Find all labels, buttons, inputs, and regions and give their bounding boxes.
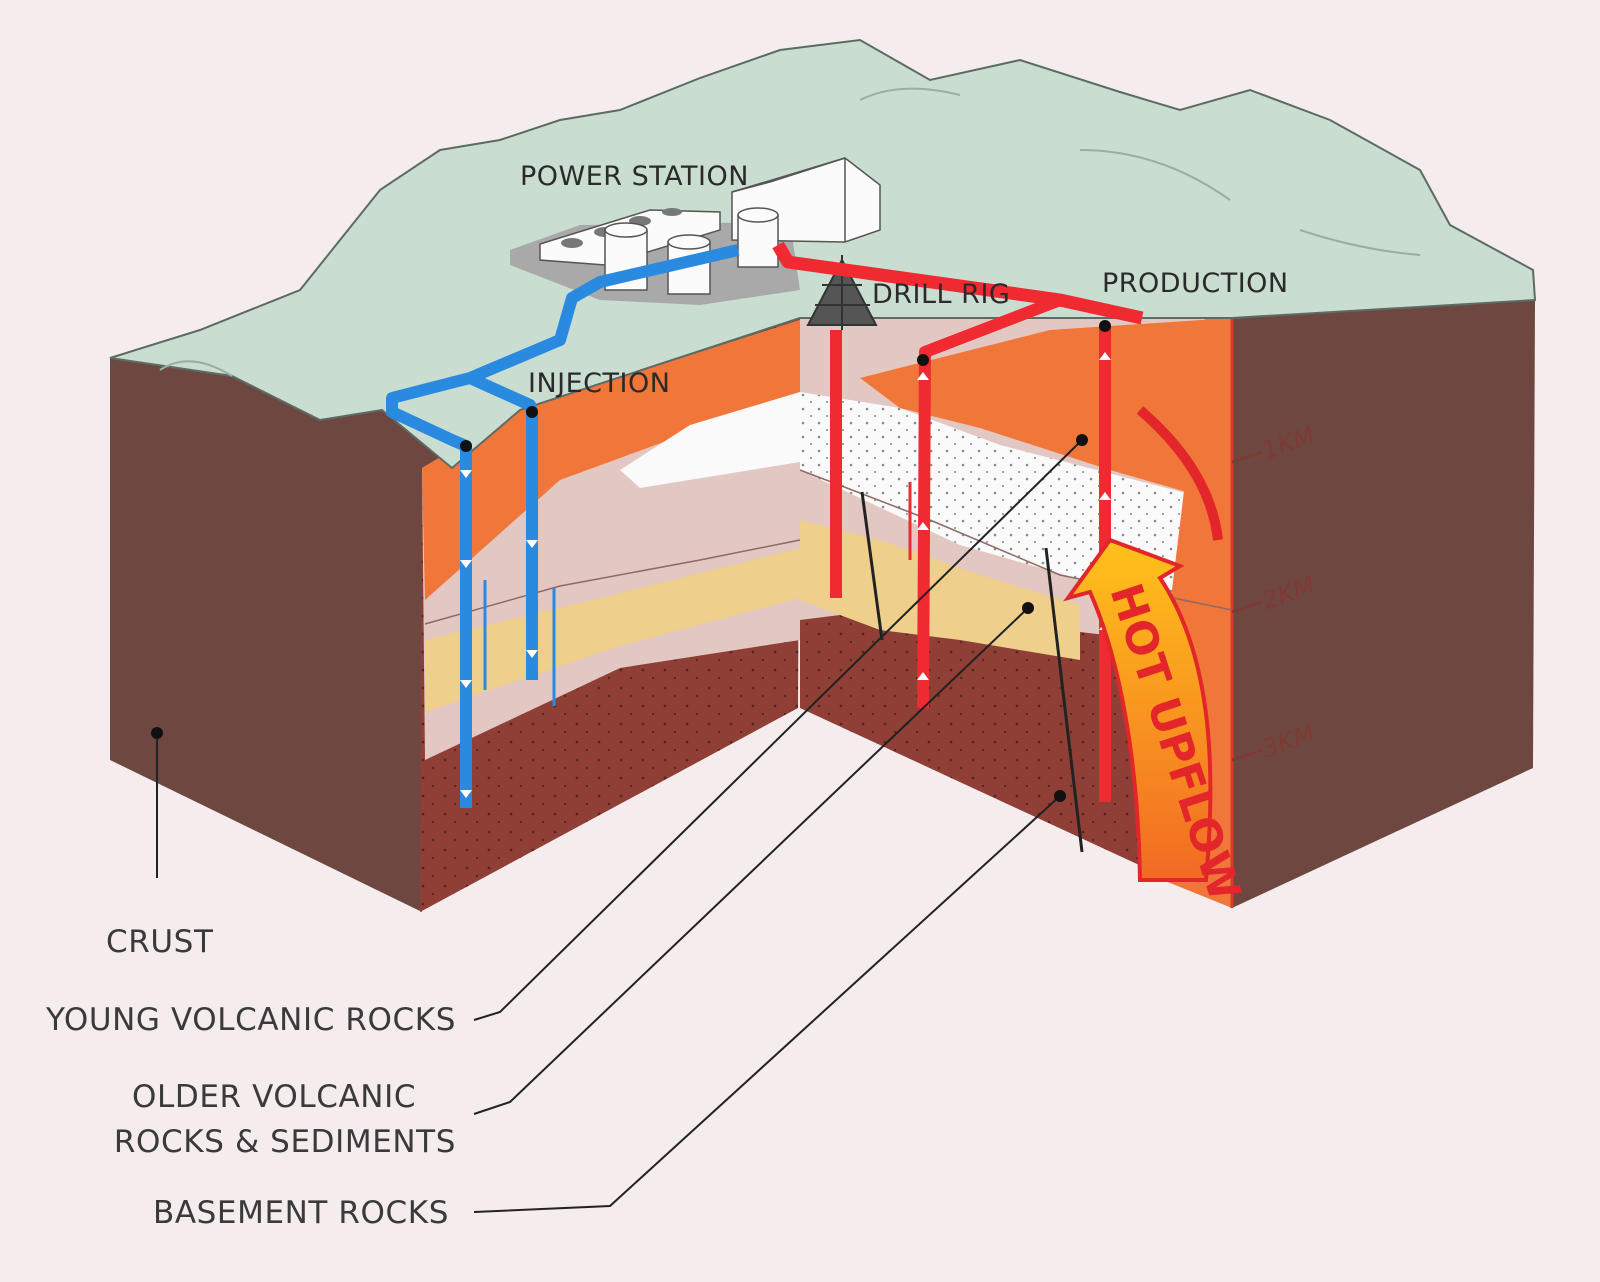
crust-left-face — [110, 358, 452, 912]
leader-dots — [151, 434, 1088, 802]
older-volcanic-label-line1: OLDER VOLCANIC — [132, 1079, 416, 1115]
young-volcanic-label: YOUNG VOLCANIC ROCKS — [45, 1002, 456, 1038]
leader-lines — [156, 439, 1083, 1213]
crust-right-face — [1232, 300, 1535, 908]
older-volcanic-label-line2: ROCKS & SEDIMENTS — [114, 1124, 456, 1160]
fault-lines — [860, 491, 1084, 853]
drill-rig — [806, 255, 878, 330]
production-label: PRODUCTION — [1102, 268, 1289, 299]
well-head-markers — [460, 320, 1111, 452]
crust-label: CRUST — [106, 924, 214, 960]
drill-rig-label: DRILL RIG — [872, 279, 1010, 310]
injection-label: INJECTION — [528, 368, 670, 399]
ground-surface — [109, 38, 1537, 470]
basement-label: BASEMENT ROCKS — [153, 1195, 449, 1231]
power-station-label: POWER STATION — [520, 161, 749, 192]
cutaway-left-face — [420, 318, 801, 912]
